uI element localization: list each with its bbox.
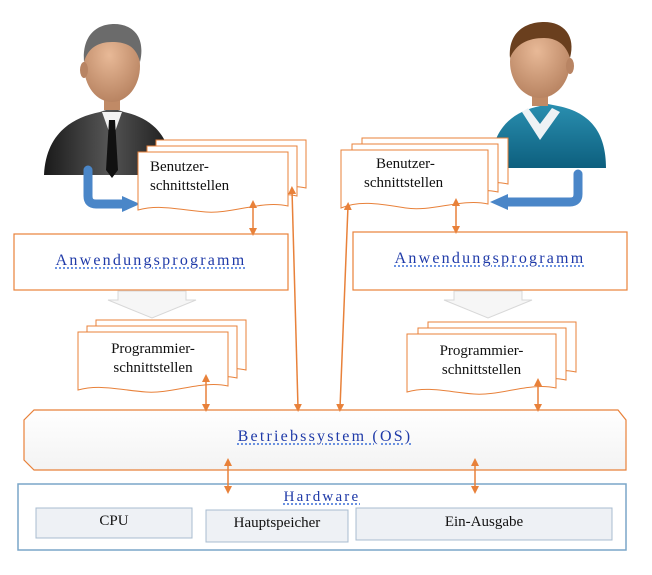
right-chevron-arrow: [443, 290, 533, 319]
left-api-doc: [77, 319, 247, 393]
right-api-label: Programmier- schnittstellen: [407, 342, 556, 380]
right-user-arrowhead: [490, 194, 508, 210]
arrow-right-ui-os: [336, 202, 352, 412]
right-api-line2: schnittstellen: [441, 362, 522, 378]
left-api-line1: Programmier-: [111, 341, 195, 357]
left-api-label: Programmier- schnittstellen: [78, 340, 228, 378]
hw-cpu-label: CPU: [99, 513, 129, 529]
right-user-interface-doc: [340, 137, 509, 210]
hw-io-label: Ein-Ausgabe: [444, 514, 524, 530]
hardware-title: Hardware: [283, 489, 361, 505]
right-ui-label: Benutzer- schnittstellen: [364, 155, 443, 193]
right-ui-line2: schnittstellen: [364, 175, 444, 191]
left-application-title: Anwendungsprogramm: [55, 252, 247, 269]
casual-user-icon: [490, 22, 606, 168]
connector-arrows: [202, 186, 542, 494]
hw-memory-label: Hauptspeicher: [233, 515, 321, 531]
left-application-box: [13, 233, 289, 291]
os-title: Betriebssystem (OS): [237, 428, 413, 445]
left-user-arrowhead: [122, 196, 140, 212]
right-api-doc: [406, 321, 577, 395]
left-ui-label: Benutzer- schnittstellen: [150, 158, 229, 196]
hw-memory-box: [205, 509, 349, 543]
arrow-left-ui-os: [288, 186, 302, 412]
right-api-line1: Programmier-: [439, 343, 524, 359]
right-application-box: [352, 231, 628, 291]
right-ui-line1: Benutzer-: [376, 156, 435, 172]
left-ui-line2: schnittstellen: [150, 178, 230, 194]
os-box: [23, 409, 627, 471]
left-api-line2: schnittstellen: [113, 360, 193, 376]
left-chevron-arrow: [107, 290, 197, 319]
hw-io-box: [355, 507, 613, 541]
right-user-arrow: [501, 169, 583, 207]
left-ui-line1: Benutzer-: [150, 159, 209, 175]
left-user-arrow: [83, 165, 129, 209]
right-application-title: Anwendungsprogramm: [394, 250, 586, 267]
hw-cpu-box: [35, 507, 193, 539]
left-user-interface-doc: [137, 139, 307, 213]
